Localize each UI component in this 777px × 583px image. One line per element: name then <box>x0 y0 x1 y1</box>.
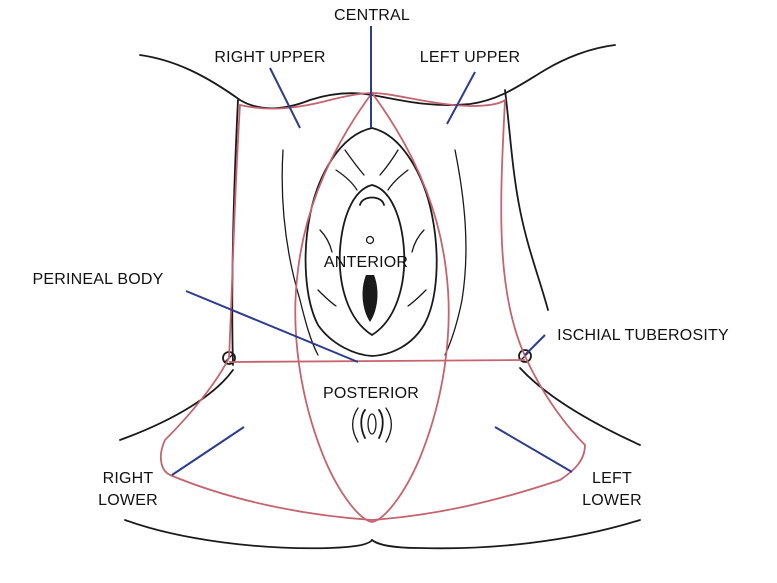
interischial-line <box>229 360 525 362</box>
anus-center <box>368 414 376 434</box>
label-ischial-tuberosity: ISCHIAL TUBEROSITY <box>557 327 729 344</box>
vaginal-opening <box>363 275 378 322</box>
left-upper-leader <box>447 72 475 124</box>
label-right-lower-line1: RIGHT <box>103 470 154 487</box>
hair-stroke <box>380 150 398 175</box>
label-left-upper: LEFT UPPER <box>420 49 520 66</box>
hair-stroke <box>320 230 332 252</box>
hair-stroke <box>388 170 408 190</box>
left-buttock-contour <box>520 368 640 445</box>
hair-stroke <box>318 290 336 306</box>
labia-majora-outline <box>306 128 437 356</box>
perineal-body-leader <box>186 291 358 362</box>
left-flank-contour <box>505 90 548 310</box>
hair-stroke <box>336 170 357 190</box>
hair-stroke <box>408 290 426 306</box>
label-right-upper: RIGHT UPPER <box>214 49 325 66</box>
label-left-lower-line2: LOWER <box>582 492 642 509</box>
label-central: CENTRAL <box>334 7 410 24</box>
right-lower-buttock <box>125 520 372 548</box>
hair-stroke <box>345 150 364 175</box>
label-posterior: POSTERIOR <box>323 385 419 402</box>
anus-outer <box>353 408 392 442</box>
ischial-tuberosity-leader <box>525 335 545 355</box>
label-left-lower-line1: LEFT <box>592 470 632 487</box>
clitoral-hood <box>360 198 384 206</box>
label-perineal-body: PERINEAL BODY <box>33 271 164 288</box>
hair-stroke <box>412 230 424 252</box>
label-anterior: ANTERIOR <box>324 254 408 271</box>
left-lower-leader <box>495 427 572 472</box>
left-lower-buttock <box>372 520 640 548</box>
right-upper-leader <box>270 68 300 128</box>
urethral-opening <box>367 237 374 244</box>
right-lower-leader <box>172 427 244 475</box>
label-right-lower-line2: LOWER <box>98 492 158 509</box>
